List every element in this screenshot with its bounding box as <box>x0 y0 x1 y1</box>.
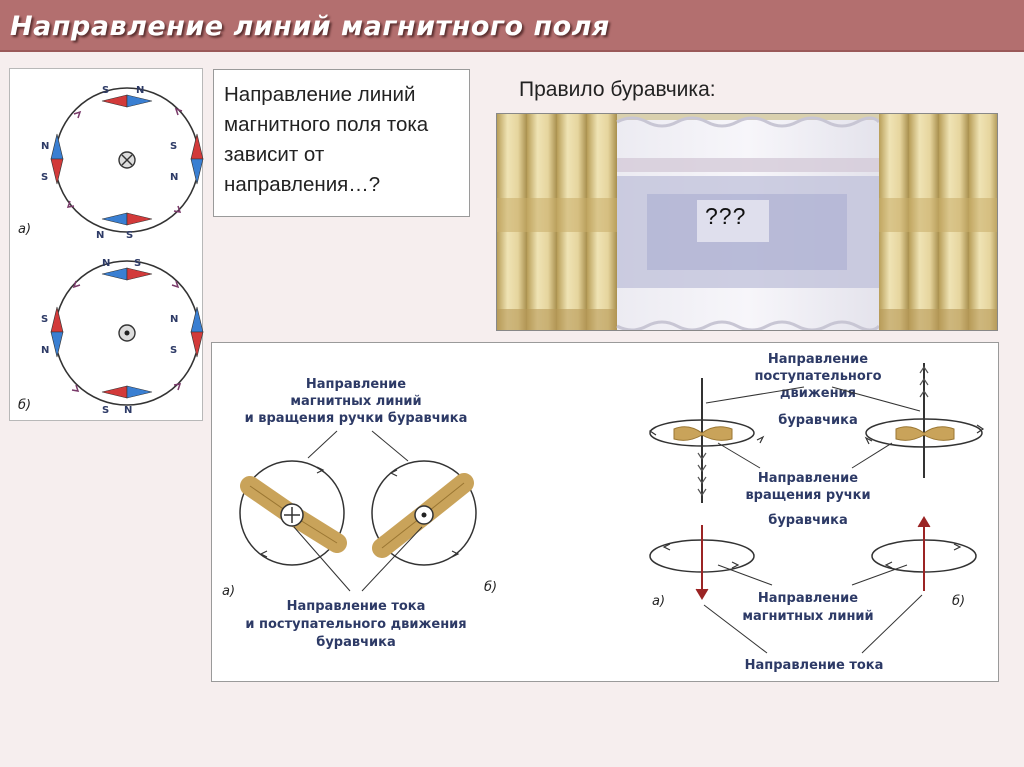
question-box: Направление линий магнитного поля тока з… <box>213 69 470 217</box>
compass-ring-a: S N N S S N N S а) <box>18 85 204 241</box>
curtain-illustration <box>497 114 997 330</box>
right-drape <box>879 114 997 330</box>
compass-ring-b: N S S N N S S N б) <box>18 258 204 416</box>
caption-right-lines-line: магнитных линий <box>742 609 873 624</box>
gimlet-figure: Направление магнитных линий и вращения р… <box>222 352 985 673</box>
caption-right-top-line: поступательного <box>754 369 881 384</box>
gimlet-left-letter-a: а) <box>222 584 235 599</box>
caption-right-top-line: движения <box>780 386 856 401</box>
caption-right-middle-line: вращения ручки <box>745 488 870 503</box>
gimlet-right-figure: Направление поступательного движения бур… <box>648 352 985 673</box>
caption-top-line: и вращения ручки буравчика <box>245 411 468 426</box>
pole-label: S <box>102 85 109 96</box>
pole-label: N <box>170 172 178 183</box>
title-bar: Направление линий магнитного поля <box>0 0 1024 52</box>
sheer-curtain <box>616 116 881 330</box>
caption-right-top-line: Направление <box>768 352 868 367</box>
pole-label: N <box>96 230 104 241</box>
gimlet-rule-diagram: Направление магнитных линий и вращения р… <box>211 342 999 682</box>
caption-right-lines-line: Направление <box>758 591 858 606</box>
caption-right-current: Направление тока <box>745 658 884 673</box>
pole-label: N <box>170 314 178 325</box>
caption-bottom-line: Направление тока <box>287 599 426 614</box>
rule-label: Правило буравчика: <box>519 78 716 101</box>
pole-label: S <box>170 141 177 152</box>
question-text: Направление линий магнитного поля тока з… <box>224 83 429 196</box>
slide-title: Направление линий магнитного поля <box>10 11 610 42</box>
caption-right-top-line: буравчика <box>778 413 858 428</box>
pole-label: N <box>41 141 49 152</box>
curtain-image[interactable] <box>496 113 998 331</box>
pole-label: N <box>136 85 144 96</box>
caption-bottom-line: и поступательного движения <box>245 617 466 632</box>
hidden-answer-text: ??? <box>705 203 747 229</box>
caption-top-line: Направление <box>306 377 406 392</box>
caption-bottom-line: буравчика <box>316 635 396 650</box>
pole-label: S <box>134 258 141 269</box>
pole-label: N <box>124 405 132 416</box>
pole-label: S <box>102 405 109 416</box>
gimlet-right-letter-a: а) <box>652 594 665 609</box>
compass-figure: S N N S S N N S а) N <box>18 85 204 416</box>
left-drape <box>497 114 617 330</box>
pole-label: S <box>126 230 133 241</box>
pole-label: N <box>102 258 110 269</box>
panel-letter-a: а) <box>18 222 31 237</box>
pole-label: S <box>170 345 177 356</box>
caption-right-middle-line: буравчика <box>768 513 848 528</box>
pole-label: S <box>41 314 48 325</box>
pole-label: S <box>41 172 48 183</box>
caption-top-line: магнитных линий <box>290 394 421 409</box>
gimlet-left-figure: Направление магнитных линий и вращения р… <box>222 377 497 650</box>
gimlet-left-letter-b: б) <box>484 580 497 595</box>
gimlet-right-letter-b: б) <box>952 594 965 609</box>
pole-label: N <box>41 345 49 356</box>
caption-right-middle-line: Направление <box>758 471 858 486</box>
compass-figure-panel: S N N S S N N S а) N <box>9 68 204 421</box>
panel-letter-b: б) <box>18 398 31 413</box>
